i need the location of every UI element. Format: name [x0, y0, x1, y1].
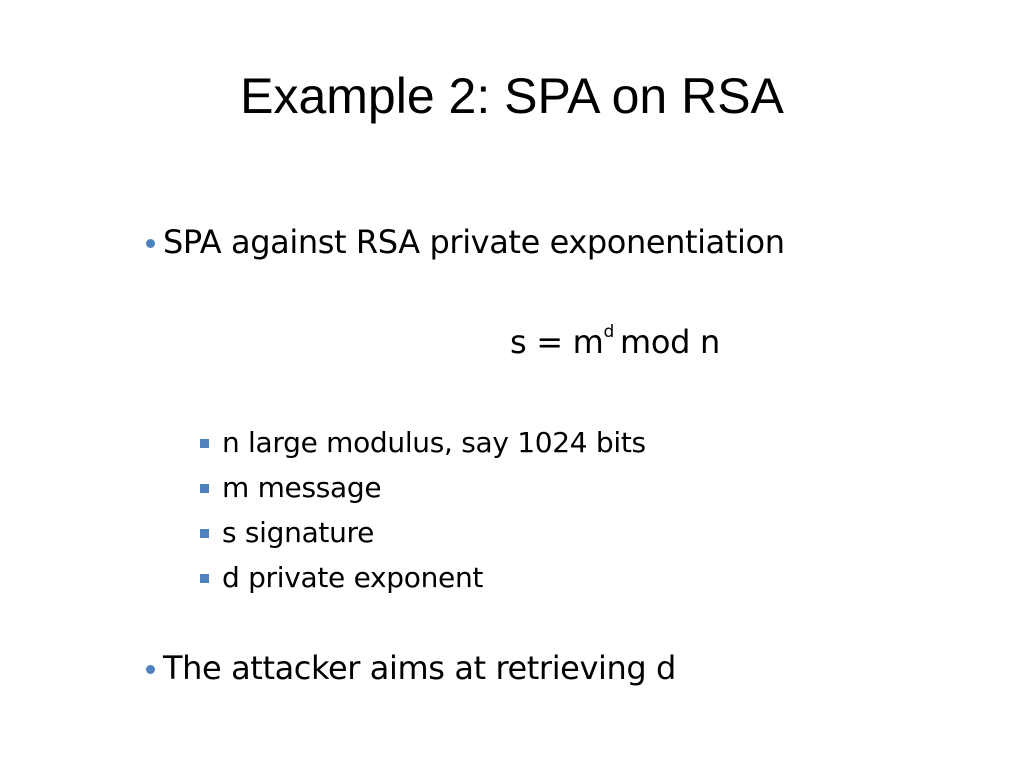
list-item: d private exponent: [200, 555, 646, 600]
bullet-attacker-aim: The attacker aims at retrieving d: [146, 648, 676, 688]
list-item-text: d private exponent: [222, 561, 484, 594]
list-item-text: m message: [222, 471, 382, 504]
bullet-text: The attacker aims at retrieving d: [163, 649, 676, 687]
formula-lhs: s = m: [510, 323, 604, 361]
round-bullet-icon: [146, 664, 155, 674]
square-bullet-icon: [200, 529, 209, 538]
formula-exponent: d: [603, 322, 615, 343]
slide-title: Example 2: SPA on RSA: [240, 68, 784, 124]
list-item: m message: [200, 465, 646, 510]
sub-bullet-list: n large modulus, say 1024 bits m message…: [200, 420, 646, 600]
square-bullet-icon: [200, 574, 209, 583]
list-item: s signature: [200, 510, 646, 555]
list-item-text: n large modulus, say 1024 bits: [222, 426, 646, 459]
list-item: n large modulus, say 1024 bits: [200, 420, 646, 465]
bullet-text: SPA against RSA private exponentiation: [163, 223, 785, 261]
list-item-text: s signature: [222, 516, 375, 549]
bullet-spa-against-rsa: SPA against RSA private exponentiation: [146, 222, 785, 262]
square-bullet-icon: [200, 484, 209, 493]
round-bullet-icon: [146, 238, 155, 248]
square-bullet-icon: [200, 439, 209, 448]
formula-rhs: mod n: [620, 323, 721, 361]
